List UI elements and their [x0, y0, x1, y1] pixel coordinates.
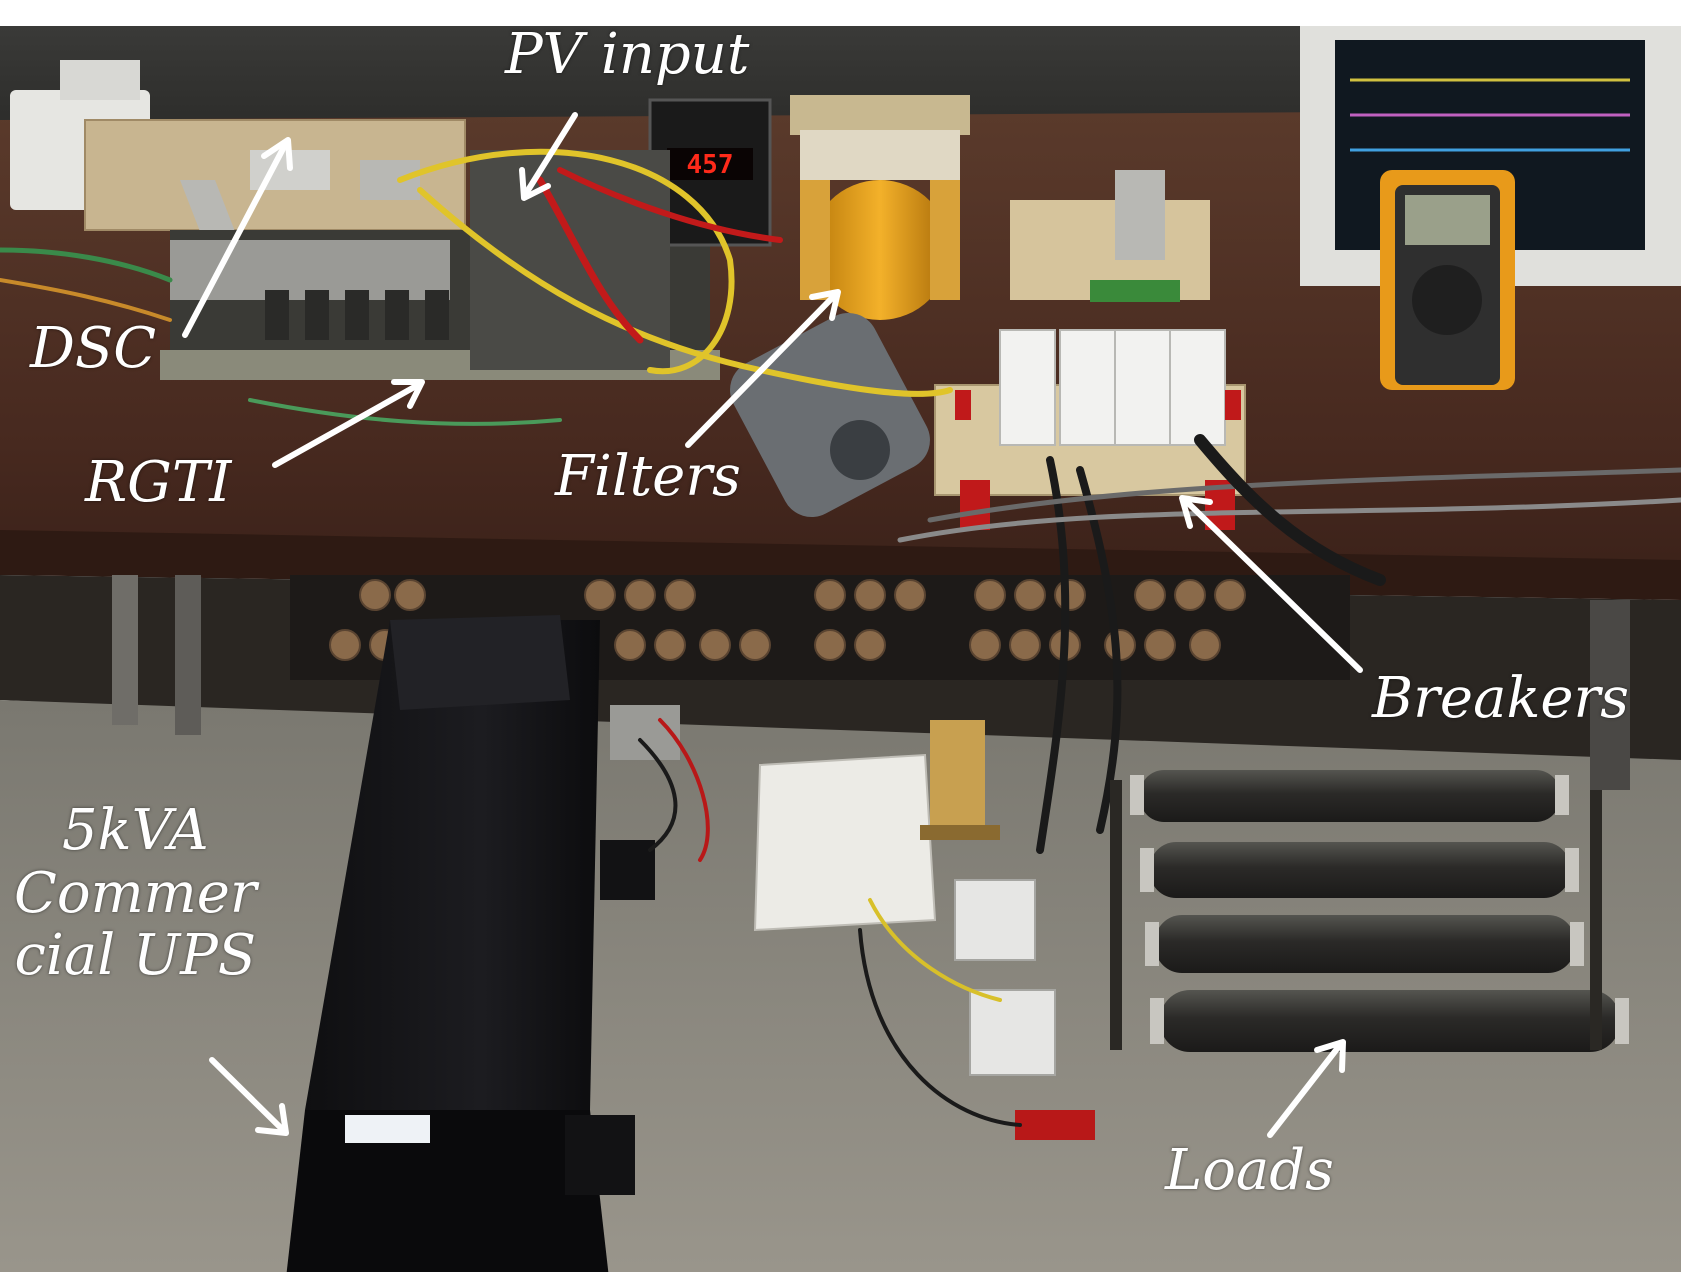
arrow-dsc: [182, 142, 288, 338]
label-ups-line1: 5kVA: [62, 798, 209, 863]
arrow-rgti: [272, 382, 421, 468]
label-rgti: RGTI: [85, 450, 232, 515]
arrow-filters: [685, 292, 838, 448]
label-filters: Filters: [555, 444, 741, 509]
arrow-ups: [209, 1057, 286, 1133]
label-ups-line3: cial UPS: [14, 923, 257, 989]
label-dsc: DSC: [30, 316, 157, 381]
label-ups-line2: Commer: [14, 860, 257, 926]
label-loads: Loads: [1165, 1138, 1334, 1203]
label-breakers: Breakers: [1372, 666, 1630, 731]
arrow-breakers: [1182, 497, 1363, 673]
label-ups: 5kVA Commer cial UPS: [14, 798, 257, 989]
arrow-pv-input: [522, 112, 578, 198]
label-pv-input: PV input: [505, 22, 750, 87]
svg-text:457: 457: [687, 150, 734, 180]
arrow-loads: [1267, 1042, 1343, 1138]
